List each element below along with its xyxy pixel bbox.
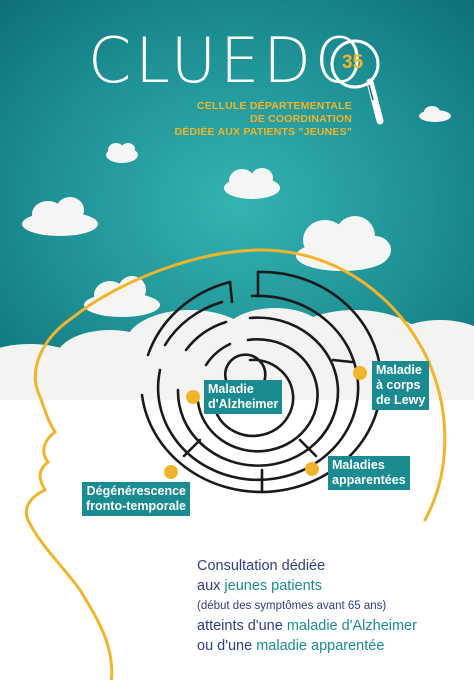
caption-line-4: atteints d'une maladie d'Alzheimer [197,616,417,636]
label-line: fronto-temporale [86,499,186,513]
label-alzheimer: Maladie d'Alzheimer [204,380,283,414]
dot-fronto [164,465,178,479]
dot-alzheimer [186,390,200,404]
caption-line-2: aux jeunes patients [197,576,417,596]
caption-highlight: maladie apparentée [256,638,385,654]
edition-number: 35 [342,52,364,73]
title: CLUEDO [88,24,368,97]
dot-lewy [353,366,367,380]
caption-text: ou d'une [197,638,257,654]
caption-line-5: ou d'une maladie apparentée [197,636,417,656]
subtitle: CELLULE DÉPARTEMENTALE DE COORDINATION D… [174,100,352,139]
label-line: apparentées [332,473,406,487]
label-line: de Lewy [376,393,426,407]
head-profile-icon [25,248,447,680]
dot-apparentees [305,462,319,476]
subtitle-line: DE COORDINATION [250,113,352,125]
label-fronto: Dégénérescence fronto-temporale [82,482,190,516]
subtitle-line: DÉDIÉE AUX PATIENTS "JEUNES" [174,126,352,138]
caption-text: atteints d'une [197,618,287,634]
label-line: d'Alzheimer [208,397,279,411]
label-line: à corps [376,378,421,392]
label-line: Maladie [208,382,254,396]
caption-line-1: Consultation dédiée [197,558,326,574]
label-apparentees: Maladies apparentées [328,456,410,490]
caption-line-3: (début des symptômes avant 65 ans) [197,600,387,612]
subtitle-line: CELLULE DÉPARTEMENTALE [196,100,352,112]
cloud-icon [22,106,451,317]
label-line: Dégénérescence [86,484,186,498]
label-line: Maladies [332,458,385,472]
caption-text: aux [197,578,225,594]
label-line: Maladie [376,363,422,377]
magnifier-icon [330,39,384,125]
caption-highlight: jeunes patients [224,578,322,594]
bottom-background [0,380,474,680]
caption: Consultation dédiée aux jeunes patients … [197,556,417,656]
caption-highlight: maladie d'Alzheimer [286,618,417,634]
label-lewy: Maladie à corps de Lewy [372,361,430,410]
